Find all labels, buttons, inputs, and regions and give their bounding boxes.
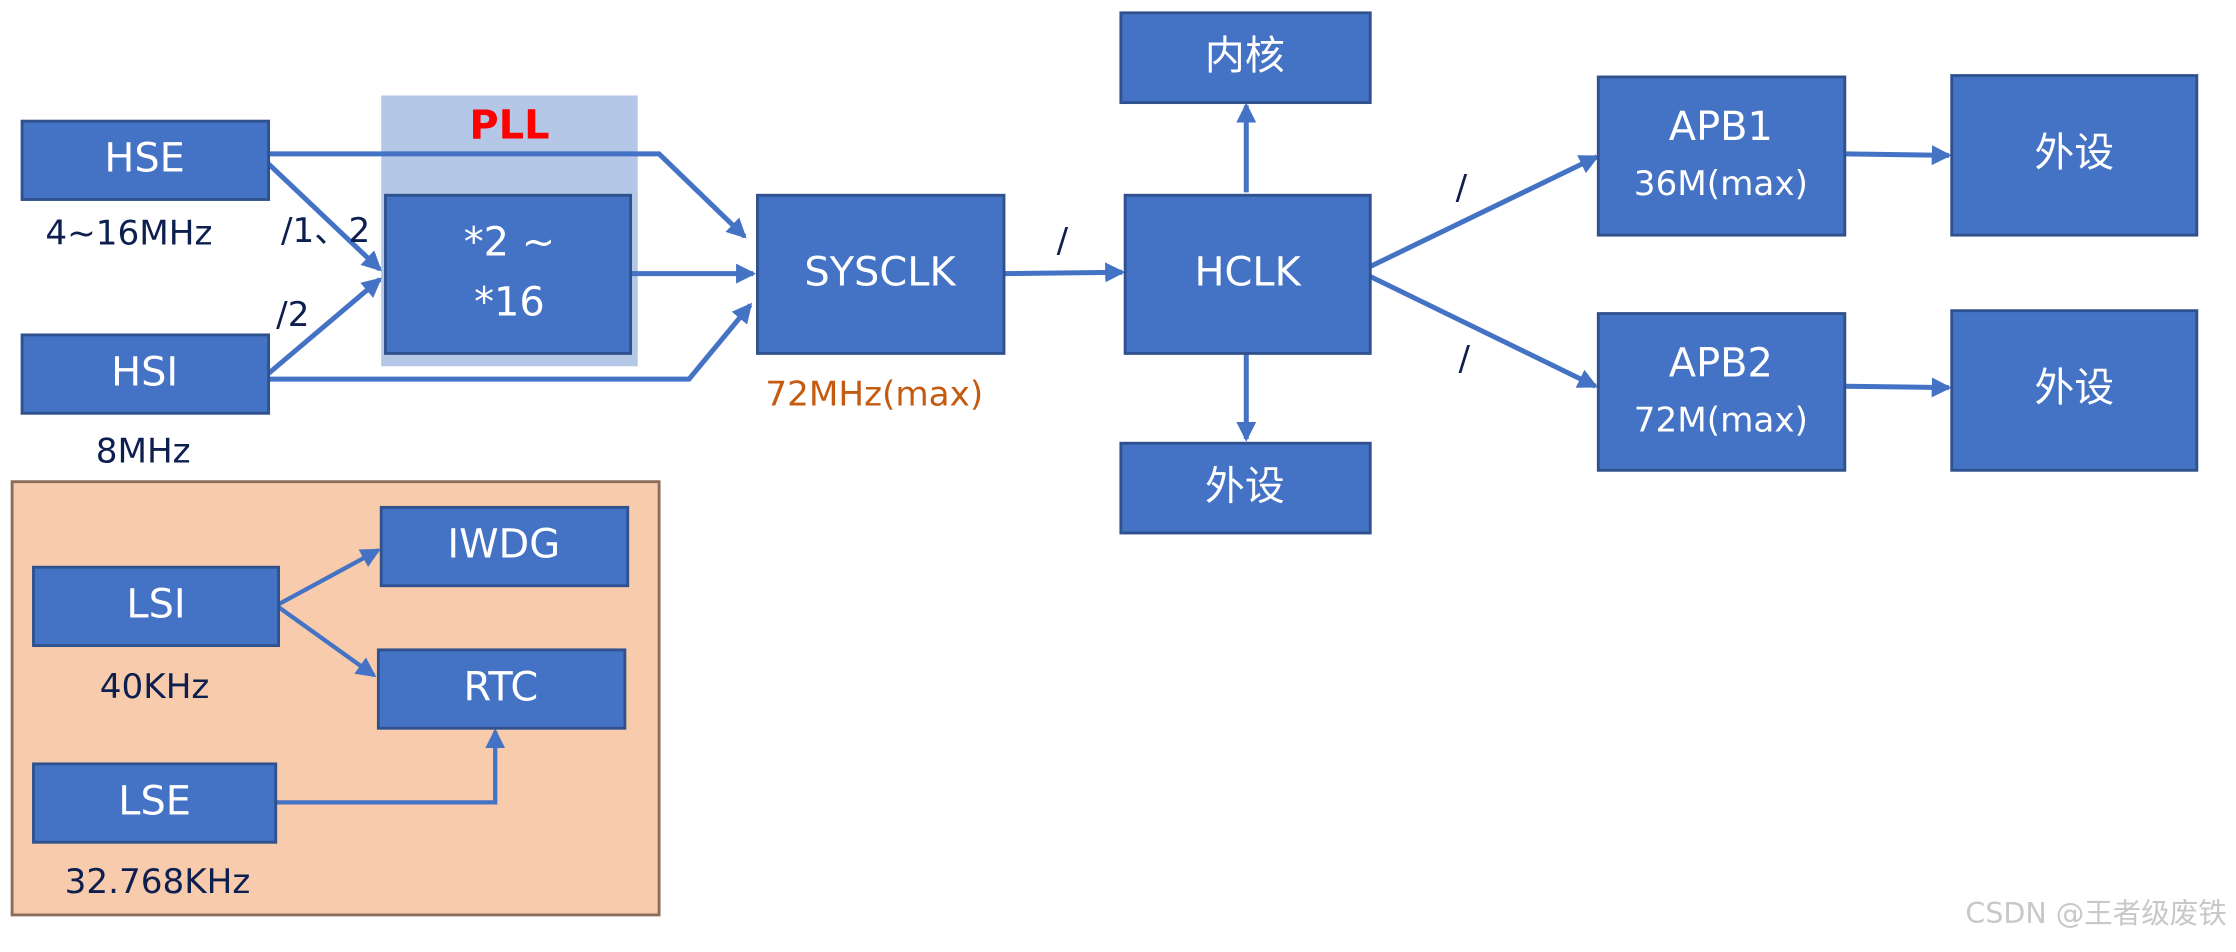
pll-multiplier-max: *16 xyxy=(474,279,545,325)
lsi-frequency: 40KHz xyxy=(100,667,210,707)
apb2-to-periph-arrow xyxy=(1844,377,1952,398)
sysclk-box xyxy=(756,193,1006,355)
hse-box xyxy=(20,119,271,201)
apb1-to-periph-arrow xyxy=(1844,145,1952,166)
ahb-divider-label: / xyxy=(1057,221,1069,261)
apb1-label: APB1 xyxy=(1669,104,1773,150)
hsi-to-sysclk-arrow xyxy=(268,302,753,382)
core-box xyxy=(1119,11,1372,105)
lsi-to-iwdg-arrow xyxy=(277,548,381,607)
sysclk-frequency: 72MHz(max) xyxy=(765,375,983,415)
hclk-box xyxy=(1123,193,1372,355)
hsi-label: HSI xyxy=(111,349,178,395)
lse-frequency: 32.768KHz xyxy=(65,862,251,902)
iwdg-label: IWDG xyxy=(447,522,560,568)
hclk-label: HCLK xyxy=(1195,250,1302,296)
rtc-label: RTC xyxy=(464,664,539,710)
apb2-frequency: 72M(max) xyxy=(1634,400,1808,440)
hse-to-pll-arrow xyxy=(266,162,382,272)
hse-label: HSE xyxy=(104,136,185,182)
hclk-to-apb1-arrow xyxy=(1369,154,1600,269)
hclk-peripheral-box xyxy=(1119,441,1372,535)
apb2-peripheral-label: 外设 xyxy=(2034,365,2114,411)
lse-label: LSE xyxy=(118,778,191,824)
apb1-box xyxy=(1596,75,1847,237)
lsi-to-rtc-arrow xyxy=(277,605,377,678)
apb2-divider-label: / xyxy=(1459,339,1471,379)
connectors xyxy=(266,102,1952,442)
apb2-peripheral-box xyxy=(1950,309,2199,472)
core-label: 内核 xyxy=(1205,33,1285,79)
sysclk-to-hclk-arrow xyxy=(1003,262,1126,283)
apb1-peripheral-label: 外设 xyxy=(2034,130,2114,176)
hsi-box xyxy=(20,333,271,415)
hsi-divider-label: /2 xyxy=(276,295,309,335)
apb2-box xyxy=(1596,312,1847,472)
pll-multiplier-min: *2 ~ xyxy=(464,220,555,266)
hclk-to-apb2-arrow xyxy=(1369,274,1598,389)
lsi-box xyxy=(32,565,281,648)
lsi-label: LSI xyxy=(126,582,185,628)
lse-box xyxy=(32,762,278,844)
apb2-label: APB2 xyxy=(1669,341,1773,387)
pll-title: PLL xyxy=(469,103,549,149)
apb1-peripheral-box xyxy=(1950,74,2199,237)
hsi-to-pll-arrow xyxy=(266,277,382,376)
apb1-frequency: 36M(max) xyxy=(1634,164,1808,204)
hse-frequency: 4~16MHz xyxy=(45,214,212,254)
rtc-box xyxy=(376,648,627,730)
pll-multiplier-box xyxy=(384,193,633,355)
hclk-peripheral-label: 外设 xyxy=(1205,463,1285,509)
sysclk-label: SYSCLK xyxy=(804,250,956,296)
hse-divider-label: /1、2 xyxy=(281,211,370,251)
watermark: CSDN @王者级废铁 xyxy=(1965,897,2226,930)
apb1-divider-label: / xyxy=(1456,168,1468,208)
hse-to-sysclk-arrow xyxy=(268,151,747,239)
hsi-frequency: 8MHz xyxy=(96,432,191,472)
iwdg-box xyxy=(379,505,630,588)
lse-to-rtc-arrow xyxy=(275,728,506,805)
